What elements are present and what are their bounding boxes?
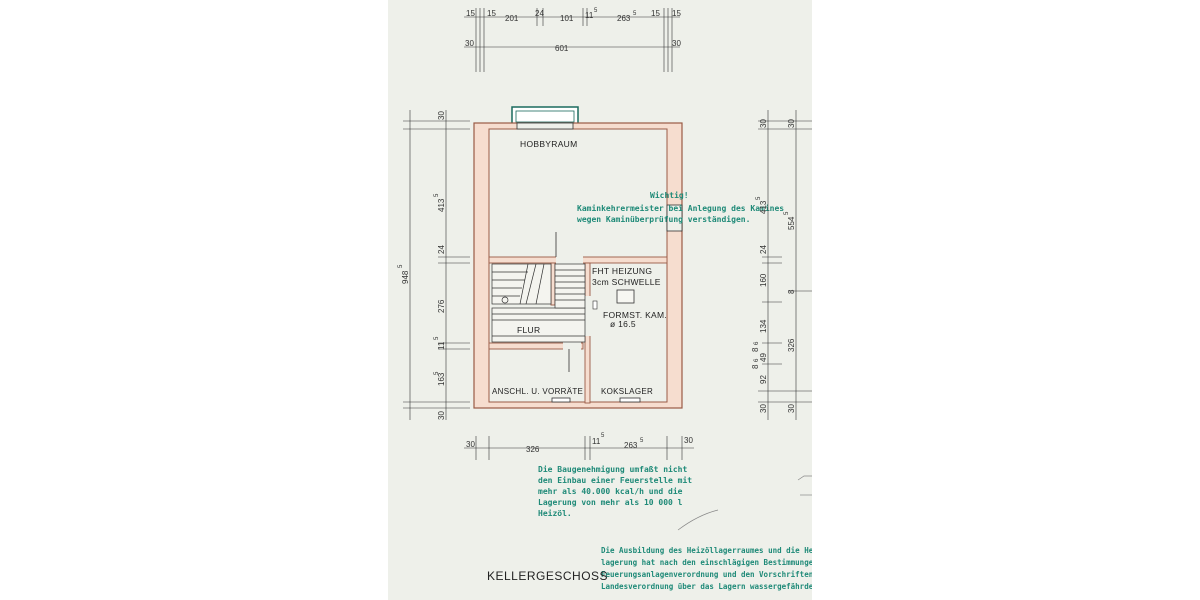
room-label-anschl-vorraete: ANSCHL. U. VORRÄTE [492,387,583,396]
top-dimension-labels: 15 15 201 24 101 11 5 263 5 15 15 30 601… [465,8,681,53]
left-dim-24: 24 [437,245,446,254]
right-dim-30b: 30 [759,404,768,413]
room-label-hobbyraum: HOBBYRAUM [520,139,578,149]
stamp-top-line3: wegen Kaminüberprüfung verständigen. [577,214,750,224]
bottom-dim-30b: 30 [684,436,693,445]
stamp-bottom-line3: Feuerungsanlagenverordnung und den Vorsc… [601,570,812,579]
left-dim-276: 276 [437,299,446,313]
wall-openings [516,122,683,232]
stamp-middle-line2: den Einbau einer Feuerstelle mit [538,475,692,485]
right-dim-24: 24 [759,245,768,254]
stamp-bottom-line2: lagerung hat nach den einschlägigen Best… [601,558,812,567]
left-dim-30a: 30 [437,111,446,120]
right-dim-413: 413 [759,200,768,214]
window-bay [511,106,579,125]
right-outer-dim-8: 8 [787,289,796,294]
left-dim-total: 948 [401,270,410,284]
room-label-kokslager: KOKSLAGER [601,387,653,396]
left-dim-total-sup: 5 [398,264,404,268]
right-dim-30a: 30 [759,119,768,128]
right-outer-dim-30a: 30 [787,119,796,128]
top-dim-601: 601 [555,44,569,53]
bottom-dim-263-sup: 5 [640,438,644,444]
top-dimension-chain [464,8,680,72]
paper-marks [677,475,812,531]
left-dim-30b: 30 [437,411,446,420]
right-outer-dim-326: 326 [787,338,796,352]
drawing-title: KELLERGESCHOSS [487,569,608,583]
chimney-symbol [592,289,635,310]
right-outer-dim-554: 554 [787,216,796,230]
stamp-heizoellager: Die Ausbildung des Heizöllagerraumes und… [601,546,812,591]
left-dim-163: 163 [437,372,446,386]
bottom-dim-30a: 30 [466,440,475,449]
right-dimension-labels: 30 413 5 24 160 134 8 6 49 8 6 92 30 30 … [751,119,796,413]
stamp-middle-line3: mehr als 40.000 kcal/h und die [538,486,683,496]
bottom-dim-11: 11 [592,437,601,446]
floor-plan: 15 15 201 24 101 11 5 263 5 15 15 30 601… [398,8,812,591]
door-gaps [556,256,591,350]
door-marks [551,232,641,403]
stamp-bottom-line1: Die Ausbildung des Heizöllagerraumes und… [601,546,812,555]
right-dim-6a: 6 [754,341,760,345]
right-dim-8a: 8 [751,347,760,352]
left-dim-413: 413 [437,198,446,212]
right-dim-49: 49 [759,353,768,362]
top-dim-101: 101 [560,14,574,23]
left-dim-11-sup: 5 [434,336,440,340]
bottom-dimension-labels: 30 326 11 5 263 5 30 [466,433,693,454]
bottom-dimension-chain [464,436,694,460]
room-label-kamin: FORMST. KAM. [603,310,667,320]
top-dim-30a: 30 [465,39,474,48]
drawing-sheet: 15 15 201 24 101 11 5 263 5 15 15 30 601… [388,0,812,600]
right-dim-8b: 8 [751,364,760,369]
left-dimension-chain [403,110,470,420]
top-dim-15d: 15 [672,9,681,18]
top-dim-263-sup: 5 [633,11,637,17]
top-dim-24: 24 [535,9,544,18]
left-dim-163-sup: 5 [434,371,440,375]
right-dim-6b: 6 [754,358,760,362]
left-dim-11: 11 [437,341,446,350]
right-dim-413-sup: 5 [756,196,762,200]
top-dim-15c: 15 [651,9,660,18]
right-outer-dim-554-sup: 5 [784,211,790,215]
bottom-dim-326: 326 [526,445,540,454]
right-dim-92: 92 [759,375,768,384]
top-dim-15a: 15 [466,9,475,18]
room-label-schwelle: 3cm SCHWELLE [592,277,661,287]
room-label-kamin-diameter: ø 16.5 [610,319,636,329]
top-dim-15b: 15 [487,9,496,18]
left-dim-413-sup: 5 [434,193,440,197]
bottom-dim-11-sup: 5 [601,433,605,439]
stamp-middle-line4: Lagerung von mehr als 10 000 l [538,498,683,507]
right-dim-160: 160 [759,273,768,287]
room-label-heizung: FHT HEIZUNG [592,266,652,276]
right-dimension-chains [758,110,812,420]
stamp-baugenehmigung: Die Baugenehmigung umfaßt nicht den Einb… [538,464,692,518]
left-dimension-labels: 30 413 5 24 276 11 5 163 5 30 948 5 [398,111,446,420]
right-dim-134: 134 [759,319,768,333]
staircase [491,263,586,343]
top-dim-11: 11 [585,11,594,20]
stamp-top-line2: Kaminkehrermeister bei Anlegung des Kami… [577,203,784,213]
top-dim-263: 263 [617,14,631,23]
room-label-flur: FLUR [517,325,540,335]
top-dim-201: 201 [505,14,519,23]
stamp-top-line1: Wichtig! [650,190,689,200]
stamp-bottom-line4: Landesverordnung über das Lagern wasserg… [601,582,812,591]
stamp-kaminkehrer: Wichtig! Kaminkehrermeister bei Anlegung… [577,190,784,224]
stamp-middle-line5: Heizöl. [538,508,572,518]
top-dim-11-sup: 5 [594,8,598,14]
top-dim-30b: 30 [672,39,681,48]
bottom-dim-263: 263 [624,441,638,450]
stamp-middle-line1: Die Baugenehmigung umfaßt nicht [538,464,687,474]
right-outer-dim-30b: 30 [787,404,796,413]
